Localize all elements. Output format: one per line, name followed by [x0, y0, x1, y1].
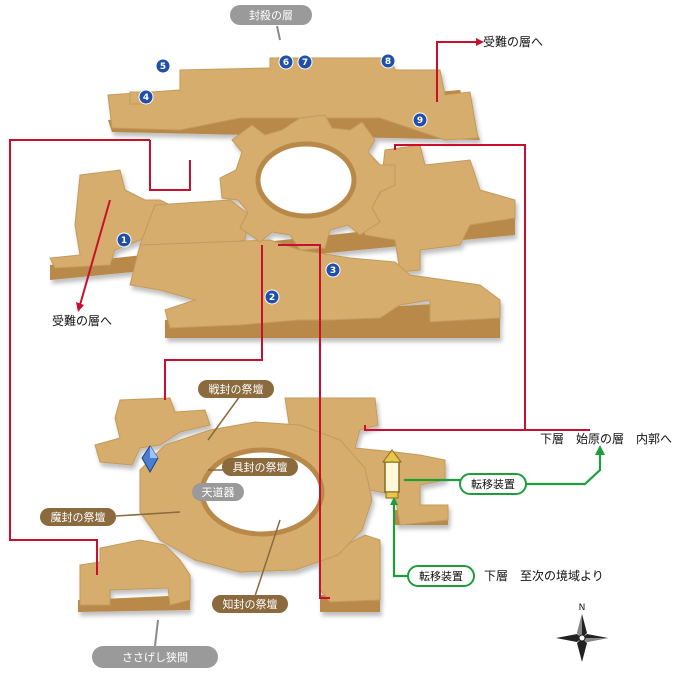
crystal-icon: [141, 445, 159, 474]
teleporter-icon: [382, 449, 402, 499]
route-label-junan-left: 受難の層へ: [52, 313, 112, 328]
altar-label-sen: 戦封の祭壇: [198, 380, 274, 441]
upper-floor: [49, 57, 516, 338]
altar-label-gu: 具封の祭壇: [208, 458, 298, 476]
svg-text:戦封の祭壇: 戦封の祭壇: [209, 382, 264, 396]
svg-text:魔封の祭壇: 魔封の祭壇: [51, 510, 106, 524]
altar-label-chi: 知封の祭壇: [212, 519, 288, 613]
upper-floor-title: 封殺の層: [230, 5, 312, 41]
svg-text:7: 7: [302, 58, 308, 68]
route-label-junan-top: 受難の層へ: [483, 34, 543, 49]
lower-floor-title: ささげし狭間: [92, 619, 218, 668]
svg-text:知封の祭壇: 知封の祭壇: [223, 597, 278, 611]
svg-text:N: N: [579, 603, 586, 613]
marker-8: 8: [380, 53, 396, 69]
svg-text:4: 4: [143, 93, 149, 103]
svg-text:5: 5: [160, 62, 166, 72]
svg-text:6: 6: [283, 58, 289, 68]
svg-text:9: 9: [417, 116, 423, 126]
marker-2: 2: [264, 289, 280, 305]
upper-floor-markers: 1 2 3 4 5 6 7 8 9: [116, 53, 428, 305]
svg-text:2: 2: [269, 293, 275, 303]
svg-text:封殺の層: 封殺の層: [249, 8, 293, 22]
red-routes: [9, 38, 590, 599]
marker-9: 9: [412, 112, 428, 128]
svg-text:3: 3: [330, 266, 336, 276]
svg-text:具封の祭壇: 具封の祭壇: [233, 460, 288, 474]
svg-text:8: 8: [385, 57, 391, 67]
altar-label-ma: 魔封の祭壇: [40, 508, 181, 526]
svg-text:転移装置: 転移装置: [419, 570, 463, 583]
route-label-shiji: 下層 至次の境域より: [484, 568, 604, 583]
marker-7: 7: [297, 54, 313, 70]
teleport-pill-upper: 転移装置: [459, 473, 527, 495]
svg-text:1: 1: [121, 236, 127, 246]
svg-text:ささげし狭間: ささげし狭間: [122, 651, 188, 664]
center-label-tendouki: 天道器: [192, 483, 244, 501]
marker-3: 3: [325, 262, 341, 278]
lower-floor: [78, 397, 449, 612]
marker-1: 1: [116, 232, 132, 248]
svg-text:転移装置: 転移装置: [471, 478, 515, 491]
route-label-shigen: 下層 始原の層 内郭へ: [540, 432, 672, 446]
green-routes: [390, 445, 605, 578]
svg-text:天道器: 天道器: [202, 485, 235, 499]
marker-4: 4: [138, 89, 154, 105]
compass-icon: N: [556, 603, 608, 662]
marker-6: 6: [278, 54, 294, 70]
teleport-pill-lower: 転移装置: [407, 565, 475, 587]
marker-5: 5: [155, 58, 171, 74]
